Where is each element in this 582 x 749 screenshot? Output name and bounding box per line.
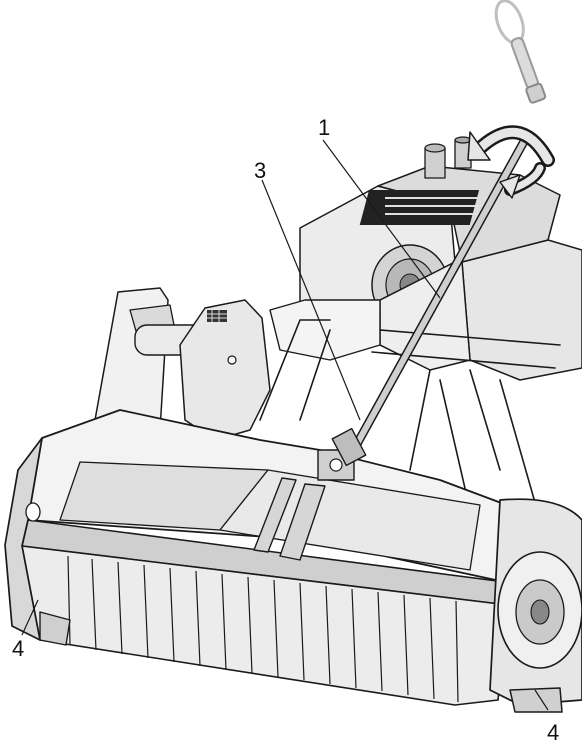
callout-1: 1	[318, 115, 330, 140]
callout-leaders	[21, 139, 549, 711]
leader-4-right	[534, 689, 549, 711]
leader-1	[322, 139, 441, 299]
engine-grille	[359, 190, 500, 225]
skid-shoe-left	[39, 611, 71, 646]
right-roller	[489, 498, 582, 713]
cover-vent	[207, 310, 227, 322]
rotation-arrow-icon	[467, 125, 555, 199]
callout-4-right: 4	[547, 720, 559, 745]
callout-3: 3	[254, 158, 266, 183]
front-guard-ribs	[67, 555, 459, 703]
callout-4-left: 4	[12, 636, 24, 661]
extension-bar	[331, 131, 532, 467]
filler-caps	[424, 136, 472, 179]
socket-wrench-icon	[494, 0, 547, 104]
hinged-cover	[179, 299, 271, 441]
leader-3	[261, 179, 361, 421]
leader-4-left	[21, 599, 39, 636]
mower-deck	[4, 409, 521, 706]
